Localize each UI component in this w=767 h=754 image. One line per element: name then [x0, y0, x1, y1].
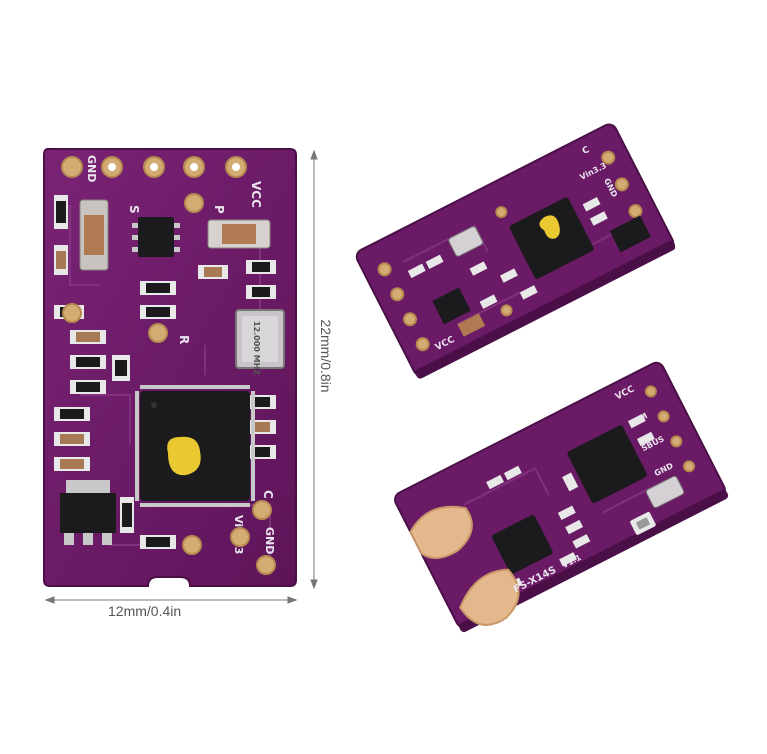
label-r: R: [177, 335, 191, 344]
crystal-label: 12.000 MHZ: [252, 321, 261, 375]
label-vcc: VCC: [249, 181, 263, 208]
solder-pads: [62, 193, 276, 575]
bottom-right-receiver-board: VCC PPM SBUS GND FS-X14S V1.1: [394, 361, 729, 633]
label-gnd-top: GND: [85, 155, 98, 182]
large-receiver-board: GND S P VCC R C GND Vin3.3: [43, 148, 297, 587]
width-dimension-label: 12mm/0.4in: [108, 603, 182, 619]
label-c: C: [261, 490, 275, 499]
smd-components: [54, 195, 276, 549]
top-pads: [61, 156, 247, 178]
label-s: S: [127, 205, 141, 214]
label-gnd-bottom: GND: [263, 527, 276, 554]
top-right-receiver-board: C GND Vin3.3 VCC: [355, 123, 675, 379]
label-p: P: [212, 205, 226, 214]
crystal-oscillator: 12.000 MHZ: [235, 309, 285, 375]
height-dimension-label: 22mm/0.8in: [318, 319, 334, 393]
tr-label-c: C: [581, 145, 592, 157]
main-mcu-chip: [135, 385, 255, 507]
voltage-regulator: [60, 480, 116, 545]
